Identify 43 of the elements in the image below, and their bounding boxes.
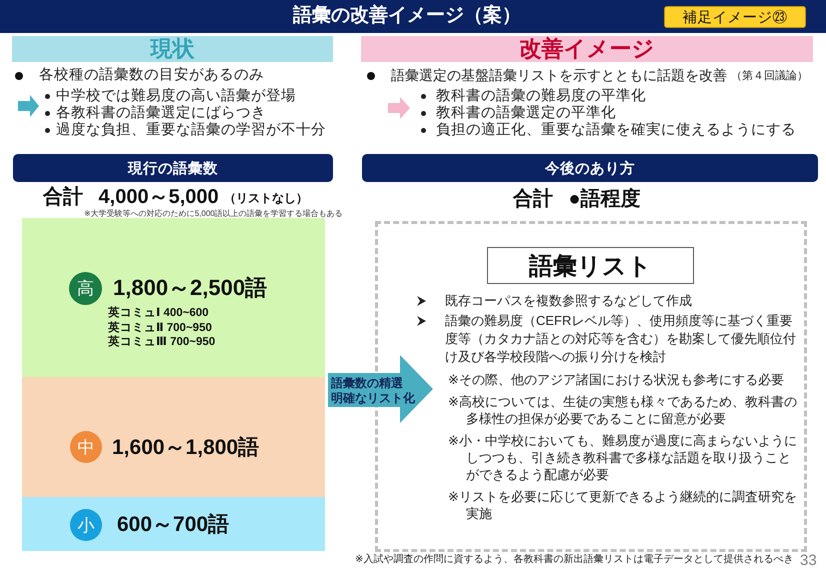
bullet-text: 語彙の難易度（CEFRレベル等）、使用頻度等に基づく重要度等（カタカナ語との対応等を含む）を勘案して優先順位付け及び各学校段階への振り分けを検討 bbox=[445, 312, 797, 366]
page-number: 33 bbox=[800, 552, 817, 570]
header-bar: 現行の語彙数 bbox=[13, 154, 333, 182]
bullet-text: 既存コーパスを複数参照するなどして作成 bbox=[445, 292, 693, 310]
bullet-text: 語彙選定の基盤語彙リストを示すとともに話題を改善 bbox=[391, 67, 727, 84]
level-circle: 高 bbox=[69, 272, 102, 305]
footnote: ※入試や調査の作問に資するよう、各教科書の新出語彙リストは電子データとして提供されるべき bbox=[355, 554, 794, 566]
level-band bbox=[22, 497, 325, 551]
total-count: 合計 4,000～5,000 bbox=[43, 186, 219, 208]
word-count: 1,600～1,800語 bbox=[112, 436, 260, 460]
total-count: 合計 ●語程度 bbox=[513, 188, 641, 210]
section-band: 改善イメージ bbox=[361, 36, 813, 62]
word-count: 600～700語 bbox=[117, 513, 230, 537]
bullet-text: 教科書の語彙の難易度の平準化 bbox=[436, 88, 646, 104]
note-text: ※高校については、生徒の実態も様々であるため、教科書の多様性の担保が必要であることに留意が必要 bbox=[448, 393, 798, 427]
arrow-label: 明確なリスト化 bbox=[331, 391, 415, 406]
bullet-text: 教科書の語彙選定の平準化 bbox=[436, 105, 616, 122]
arrow-label: 語彙数の精選 bbox=[331, 376, 403, 391]
level-band bbox=[22, 377, 325, 497]
bullet-text: 各校種の語彙数の目安があるのみ bbox=[39, 67, 264, 84]
bullet-text: 各教科書の語彙選定にばらつき bbox=[56, 105, 266, 122]
level-band bbox=[22, 218, 325, 377]
title: 語彙の改善イメージ（案） bbox=[293, 4, 521, 28]
block-arrow bbox=[328, 355, 433, 423]
badge: 補足イメージ㉓ bbox=[664, 6, 806, 28]
footnote: ※大学受験等への対応のために5,000語以上の語彙を学習する場合もある bbox=[84, 209, 343, 218]
header-bar: 今後のあり方 bbox=[362, 154, 818, 182]
note-text: ※リストを必要に応じて更新できるよう継続的に調査研究を実施 bbox=[448, 488, 798, 522]
course-count: 英コミュⅡ 700~950 bbox=[108, 321, 212, 335]
course-count: 英コミュⅠ 400~600 bbox=[108, 306, 209, 320]
bullet-text: 過度な負担、重要な語彙の学習が不十分 bbox=[56, 122, 326, 139]
course-count: 英コミュⅢ 700~950 bbox=[108, 335, 216, 349]
note-text: （リストなし） bbox=[224, 191, 308, 205]
note-text: （第４回議論） bbox=[731, 70, 808, 83]
bullet-text: 負担の適正化、重要な語彙を確実に使えるようにする bbox=[436, 122, 796, 139]
word-count: 1,800～2,500語 bbox=[113, 276, 268, 300]
note-text: ※その際、他のアジア諸国における状況も参考にする必要 bbox=[448, 371, 785, 388]
level-circle: 小 bbox=[70, 509, 102, 541]
level-circle: 中 bbox=[70, 431, 102, 463]
section-band: 現状 bbox=[12, 36, 333, 62]
list-title-box: 語彙リスト bbox=[487, 247, 694, 284]
bullet-text: 中学校では難易度の高い語彙が登場 bbox=[56, 88, 296, 104]
note-text: ※小・中学校においても、難易度が過度に高まらないようにしつつも、引き続き教科書で多様な話題を取り扱うことができるよう配慮が必要 bbox=[448, 432, 798, 483]
